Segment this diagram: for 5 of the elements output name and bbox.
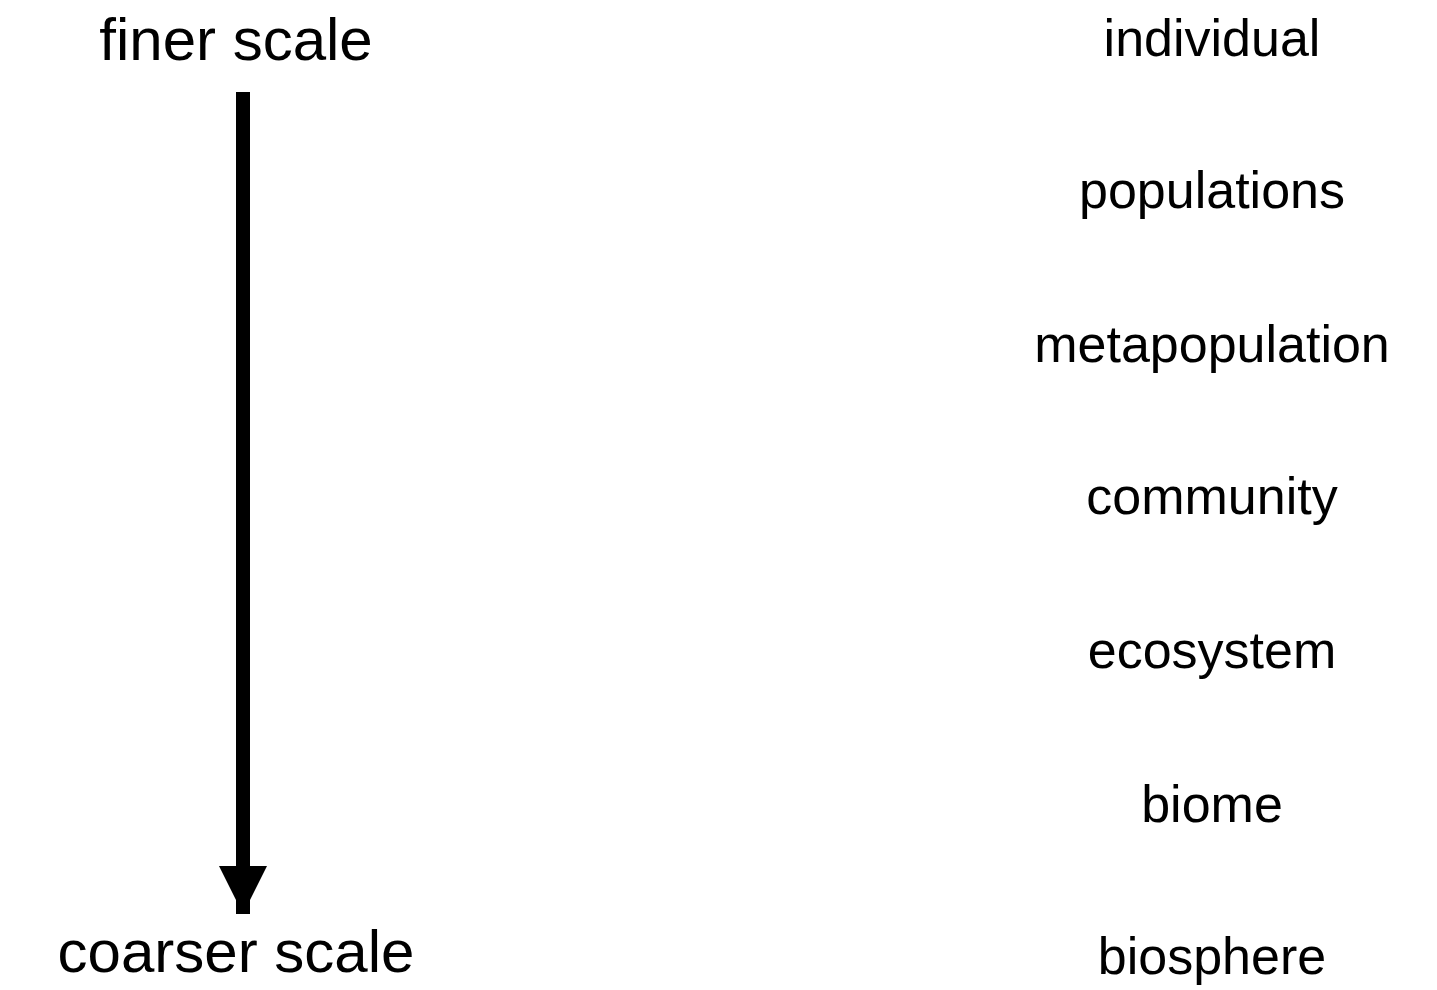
scale-label: finer scale	[99, 10, 373, 70]
scale-label: coarser scale	[57, 922, 415, 982]
level-label: individual	[1103, 12, 1321, 64]
arrow	[219, 92, 267, 914]
level-label: biome	[1141, 778, 1283, 830]
